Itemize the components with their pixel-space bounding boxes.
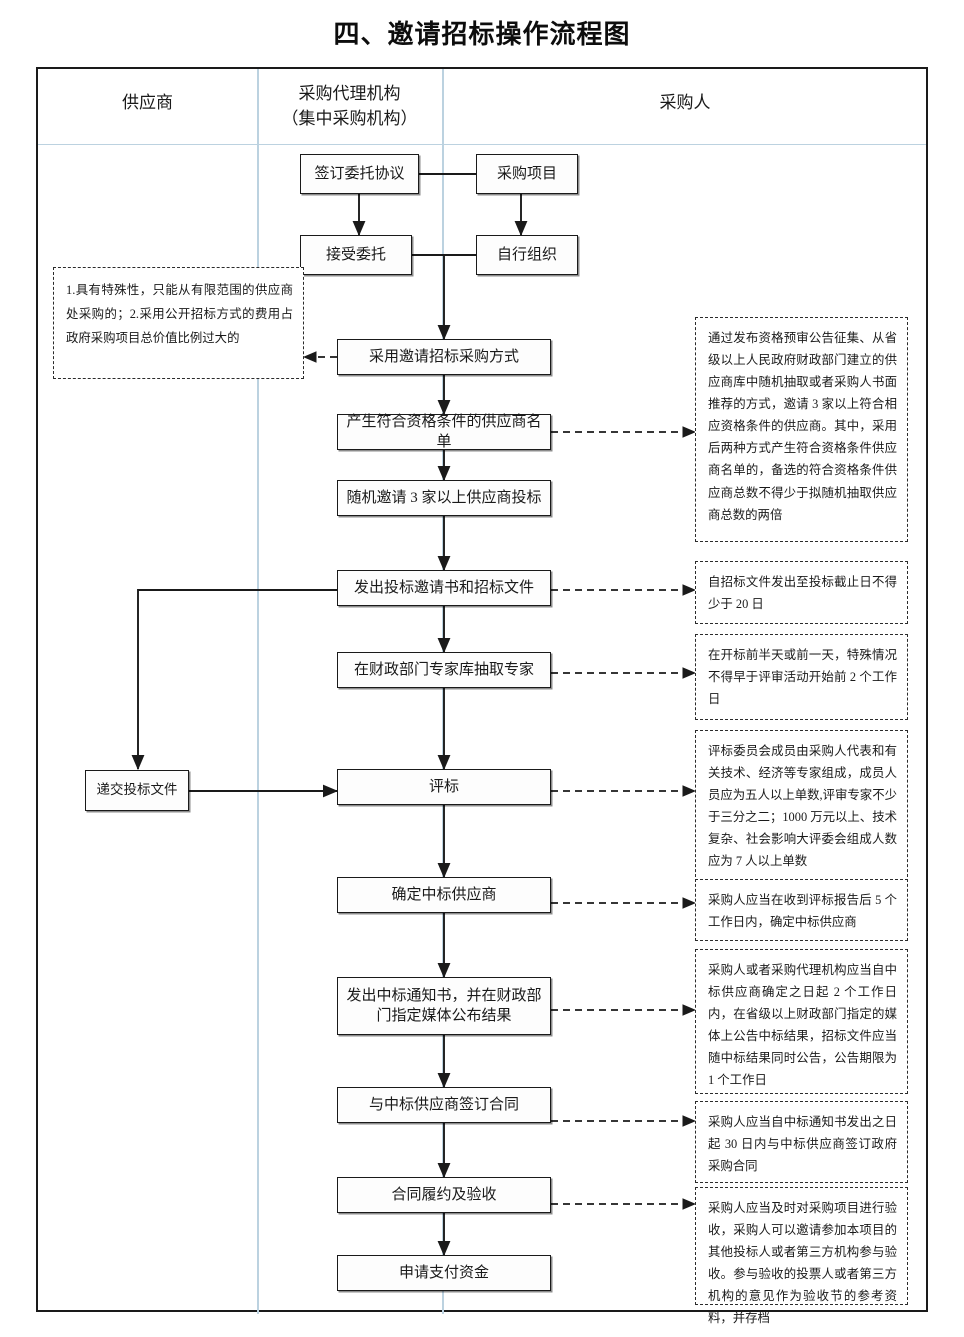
node-invite-three-suppliers[interactable]: 随机邀请 3 家以上供应商投标 bbox=[337, 480, 551, 516]
node-issue-award-notice[interactable]: 发出中标通知书，并在财政部门指定媒体公布结果 bbox=[337, 977, 551, 1035]
note-expert-draw-timing: 在开标前半天或前一天，特殊情况不得早于评审活动开始前 2 个工作日 bbox=[695, 634, 908, 720]
node-sign-contract[interactable]: 与中标供应商签订合同 bbox=[337, 1087, 551, 1123]
lane-title-supplier: 供应商 bbox=[38, 91, 257, 116]
node-determine-winning-supplier[interactable]: 确定中标供应商 bbox=[337, 877, 551, 913]
note-text: 通过发布资格预审公告征集、从省级以上人民政府财政部门建立的供应商库中随机抽取或者… bbox=[708, 331, 897, 522]
note-text: 自招标文件发出至投标截止日不得少于 20 日 bbox=[708, 575, 897, 612]
note-acceptance-rules: 采购人应当及时对采购项目进行验收，采购人可以邀请参加本项目的其他投标人或者第三方… bbox=[695, 1187, 908, 1325]
lane-title-agency: 采购代理机构 （集中采购机构） bbox=[257, 82, 442, 131]
note-publish-result: 采购人或者采购代理机构应当自中标供应商确定之日起 2 个工作日内，在省级以上财政… bbox=[695, 949, 908, 1094]
node-label: 采购项目 bbox=[496, 165, 557, 182]
lane-label-agency: 采购代理机构 bbox=[298, 84, 401, 103]
note-text: 采购人或者采购代理机构应当自中标供应商确定之日起 2 个工作日内，在省级以上财政… bbox=[708, 963, 897, 1088]
node-label: 评标 bbox=[428, 778, 459, 795]
node-sign-entrust-agreement[interactable]: 签订委托协议 bbox=[300, 154, 419, 194]
node-self-organize[interactable]: 自行组织 bbox=[476, 235, 578, 275]
note-text: 评标委员会成员由采购人代表和有关技术、经济等专家组成，成员人员应为五人以上单数,… bbox=[708, 744, 897, 869]
node-select-experts[interactable]: 在财政部门专家库抽取专家 bbox=[337, 652, 551, 688]
node-generate-supplier-list[interactable]: 产生符合资格条件的供应商名单 bbox=[337, 414, 551, 450]
node-label: 自行组织 bbox=[496, 246, 557, 263]
node-procurement-project[interactable]: 采购项目 bbox=[476, 154, 578, 194]
node-label: 与中标供应商签订合同 bbox=[368, 1096, 519, 1113]
lane-divider-2 bbox=[442, 69, 444, 1314]
note-text: 采购人应当在收到评标报告后 5 个工作日内，确定中标供应商 bbox=[708, 893, 897, 930]
node-label: 申请支付资金 bbox=[398, 1264, 489, 1281]
lane-label-purchaser: 采购人 bbox=[659, 93, 711, 112]
node-label: 随机邀请 3 家以上供应商投标 bbox=[346, 489, 542, 506]
lane-title-purchaser: 采购人 bbox=[442, 91, 928, 116]
node-apply-payment[interactable]: 申请支付资金 bbox=[337, 1255, 551, 1291]
node-label: 合同履约及验收 bbox=[391, 1186, 497, 1203]
node-label: 采用邀请招标采购方式 bbox=[368, 348, 519, 365]
lane-label-supplier: 供应商 bbox=[122, 93, 173, 112]
note-text: 在开标前半天或前一天，特殊情况不得早于评审活动开始前 2 个工作日 bbox=[708, 648, 897, 707]
note-supplier-list-method: 通过发布资格预审公告征集、从省级以上人民政府财政部门建立的供应商库中随机抽取或者… bbox=[695, 317, 908, 542]
note-text: 采购人应当及时对采购项目进行验收，采购人可以邀请参加本项目的其他投标人或者第三方… bbox=[708, 1201, 897, 1326]
note-bid-deadline: 自招标文件发出至投标截止日不得少于 20 日 bbox=[695, 561, 908, 624]
node-issue-invitation-and-documents[interactable]: 发出投标邀请书和招标文件 bbox=[337, 570, 551, 606]
note-text: 采购人应当自中标通知书发出之日起 30 日内与中标供应商签订政府采购合同 bbox=[708, 1115, 897, 1174]
node-accept-entrust[interactable]: 接受委托 bbox=[300, 235, 412, 275]
node-contract-performance-acceptance[interactable]: 合同履约及验收 bbox=[337, 1177, 551, 1213]
note-contract-deadline: 采购人应当自中标通知书发出之日起 30 日内与中标供应商签订政府采购合同 bbox=[695, 1101, 908, 1183]
node-submit-bid-documents[interactable]: 递交投标文件 bbox=[85, 770, 189, 811]
note-invitation-conditions: 1.具有特殊性，只能从有限范围的供应商处采购的；2.采用公开招标方式的费用占政府… bbox=[53, 267, 304, 379]
lane-sublabel-agency: （集中采购机构） bbox=[281, 108, 418, 128]
note-text: 1.具有特殊性，只能从有限范围的供应商处采购的；2.采用公开招标方式的费用占政府… bbox=[66, 283, 293, 346]
page-title: 四、邀请招标操作流程图 bbox=[333, 20, 631, 49]
node-label: 发出中标通知书，并在财政部门指定媒体公布结果 bbox=[346, 987, 542, 1024]
node-bid-evaluation[interactable]: 评标 bbox=[337, 769, 551, 805]
lane-divider-1 bbox=[257, 69, 259, 1314]
note-evaluation-committee: 评标委员会成员由采购人代表和有关技术、经济等专家组成，成员人员应为五人以上单数,… bbox=[695, 730, 908, 882]
node-label: 递交投标文件 bbox=[96, 782, 178, 798]
node-label: 接受委托 bbox=[325, 246, 386, 263]
node-adopt-invitation-bidding[interactable]: 采用邀请招标采购方式 bbox=[337, 339, 551, 375]
node-label: 确定中标供应商 bbox=[391, 886, 497, 903]
node-label: 在财政部门专家库抽取专家 bbox=[353, 661, 534, 678]
header-rule bbox=[38, 144, 926, 145]
note-determine-winner-deadline: 采购人应当在收到评标报告后 5 个工作日内，确定中标供应商 bbox=[695, 879, 908, 941]
node-label: 发出投标邀请书和招标文件 bbox=[353, 579, 534, 596]
node-label: 产生符合资格条件的供应商名单 bbox=[346, 413, 542, 450]
node-label: 签订委托协议 bbox=[314, 165, 405, 182]
flowchart-frame: 供应商 采购代理机构 （集中采购机构） 采购人 bbox=[36, 67, 928, 1325]
